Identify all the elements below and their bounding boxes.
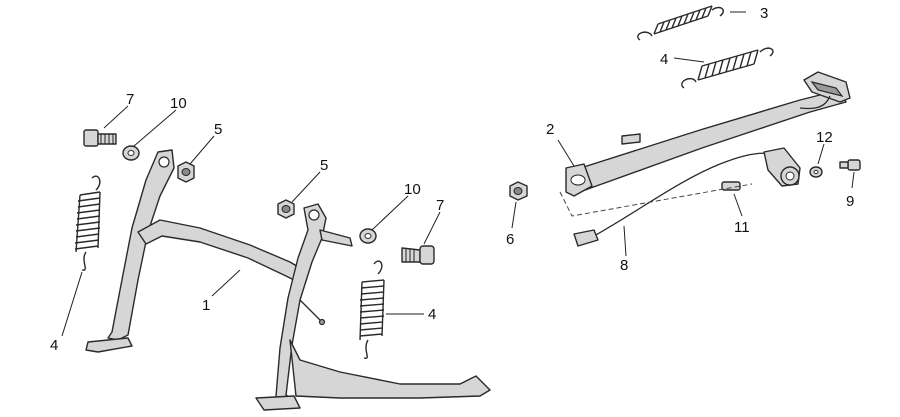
callout-3: 3: [760, 5, 768, 22]
side-stand-sensor: [573, 147, 801, 247]
spring-left: [74, 175, 101, 271]
callout-12: 12: [816, 129, 833, 146]
washer-10-center: [359, 228, 377, 244]
callout-11: 11: [734, 219, 750, 236]
assembly-dashed-line: [559, 183, 753, 217]
bolt-7-left: [83, 129, 117, 147]
nut-6: [509, 181, 528, 201]
callout-8: 8: [620, 257, 628, 274]
callout-5-left: 5: [214, 121, 222, 138]
callout-7-center: 7: [436, 197, 444, 214]
screw-9: [839, 159, 861, 171]
callout-10-left: 10: [170, 95, 187, 112]
callout-10-center: 10: [404, 181, 421, 198]
callout-4-top: 4: [660, 51, 668, 68]
callout-4-left: 4: [50, 337, 58, 354]
center-stand: [85, 149, 491, 411]
bolt-7-center: [401, 245, 435, 265]
callout-9: 9: [846, 193, 854, 210]
washer-12: [809, 166, 823, 178]
callout-2: 2: [546, 121, 554, 138]
callout-6: 6: [506, 231, 514, 248]
callout-5-center: 5: [320, 157, 328, 174]
spring-4-top: [681, 47, 774, 89]
callout-7-left: 7: [126, 91, 134, 108]
callout-4-center: 4: [428, 306, 436, 323]
spring-center: [359, 260, 385, 359]
spring-3: [637, 5, 724, 41]
side-stand: [565, 71, 851, 197]
nut-5-left: [177, 161, 195, 183]
leader-lines: [61, 11, 855, 337]
callout-1: 1: [202, 297, 210, 314]
washer-10-left: [122, 145, 140, 161]
nut-5-center: [277, 199, 295, 219]
